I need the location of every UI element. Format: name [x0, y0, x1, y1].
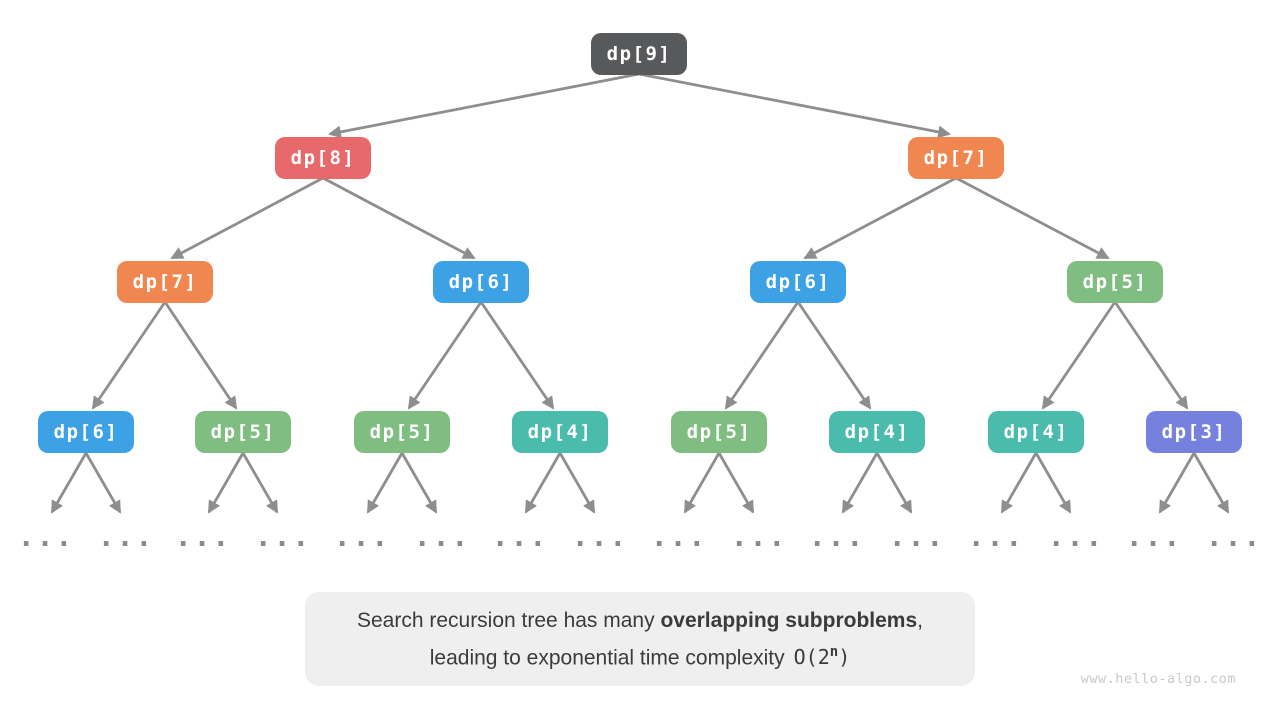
tree-edge-arrow: [1034, 452, 1072, 514]
ellipsis-subtree-continues: ...: [174, 520, 232, 553]
tree-node-dp-7: dp[7]: [117, 261, 213, 303]
tree-node-dp-7: dp[7]: [908, 137, 1004, 179]
tree-edge-arrow: [1041, 301, 1117, 410]
tree-edge-arrow: [524, 452, 562, 514]
ellipsis-subtree-continues: ...: [254, 520, 312, 553]
ellipsis-subtree-continues: ...: [808, 520, 866, 553]
tree-edge-arrow: [328, 72, 640, 139]
tree-edge-arrow: [724, 301, 800, 410]
caption-bold-overlapping-subproblems: overlapping subproblems: [660, 608, 918, 632]
ellipsis-subtree-continues: ...: [1205, 520, 1263, 553]
ellipsis-subtree-continues: ...: [730, 520, 788, 553]
ellipsis-subtree-continues: ...: [1047, 520, 1105, 553]
tree-edges: [50, 72, 1230, 514]
watermark-url: www.hello-algo.com: [1080, 671, 1236, 687]
ellipsis-subtree-continues: ...: [17, 520, 75, 553]
tree-edge-arrow: [803, 176, 957, 260]
tree-edge-arrow: [558, 452, 596, 514]
tree-node-dp-4: dp[4]: [829, 411, 925, 453]
complexity-close: ): [838, 645, 851, 670]
tree-edge-arrow: [479, 301, 555, 410]
tree-edge-arrow: [170, 176, 324, 260]
tree-node-dp-5: dp[5]: [671, 411, 767, 453]
tree-edge-arrow: [1192, 452, 1230, 514]
tree-edge-arrow: [91, 301, 167, 410]
caption-text-1: Search recursion tree has many: [356, 608, 661, 632]
tree-edge-arrow: [796, 301, 872, 410]
ellipsis-subtree-continues: ...: [1125, 520, 1183, 553]
tree-edge-arrow: [322, 176, 476, 260]
tree-edge-arrow: [955, 176, 1110, 260]
caption-text-3: leading to exponential time complexity: [429, 646, 785, 670]
ellipsis-subtree-continues: ...: [967, 520, 1025, 553]
ellipsis-subtree-continues: ...: [97, 520, 155, 553]
tree-edge-arrow: [163, 301, 238, 410]
caption-line-1: Search recursion tree has many overlappi…: [305, 604, 975, 637]
tree-edge-arrow: [1158, 452, 1196, 514]
tree-node-dp-6: dp[6]: [38, 411, 134, 453]
tree-edge-arrow: [841, 452, 879, 514]
tree-node-dp-4: dp[4]: [988, 411, 1084, 453]
ellipsis-subtree-continues: ...: [491, 520, 549, 553]
tree-node-dp-6: dp[6]: [433, 261, 529, 303]
tree-node-dp-5: dp[5]: [195, 411, 291, 453]
tree-edge-arrow: [400, 452, 438, 514]
tree-node-dp-5: dp[5]: [354, 411, 450, 453]
complexity-base: O(2: [793, 645, 830, 670]
caption-box: Search recursion tree has many overlappi…: [305, 592, 975, 686]
tree-edge-arrow: [407, 301, 483, 410]
tree-edge-arrow: [84, 452, 122, 514]
ellipsis-subtree-continues: ...: [650, 520, 708, 553]
tree-node-dp-9: dp[9]: [591, 33, 687, 75]
tree-edge-arrow: [366, 452, 404, 514]
tree-edge-arrow: [875, 452, 913, 514]
ellipsis-subtree-continues: ...: [571, 520, 629, 553]
complexity-exponent: n: [829, 643, 839, 660]
complexity-formula: O(2n): [793, 643, 851, 670]
tree-edge-arrow: [683, 452, 721, 514]
tree-node-dp-5: dp[5]: [1067, 261, 1163, 303]
tree-edge-arrow: [207, 452, 245, 514]
tree-edge-arrow: [1000, 452, 1038, 514]
ellipsis-subtree-continues: ...: [413, 520, 471, 553]
tree-edge-arrow: [717, 452, 755, 514]
caption-text-2: ,: [917, 608, 924, 632]
tree-node-dp-8: dp[8]: [275, 137, 371, 179]
tree-node-dp-3: dp[3]: [1146, 411, 1242, 453]
ellipsis-subtree-continues: ...: [333, 520, 391, 553]
tree-node-dp-6: dp[6]: [750, 261, 846, 303]
tree-edge-arrow: [50, 452, 88, 514]
tree-edge-arrow: [638, 72, 951, 139]
caption-line-2: leading to exponential time complexity O(…: [305, 637, 975, 675]
tree-node-dp-4: dp[4]: [512, 411, 608, 453]
tree-edge-arrow: [241, 452, 279, 514]
tree-edge-arrow: [1113, 301, 1189, 410]
ellipsis-subtree-continues: ...: [888, 520, 946, 553]
